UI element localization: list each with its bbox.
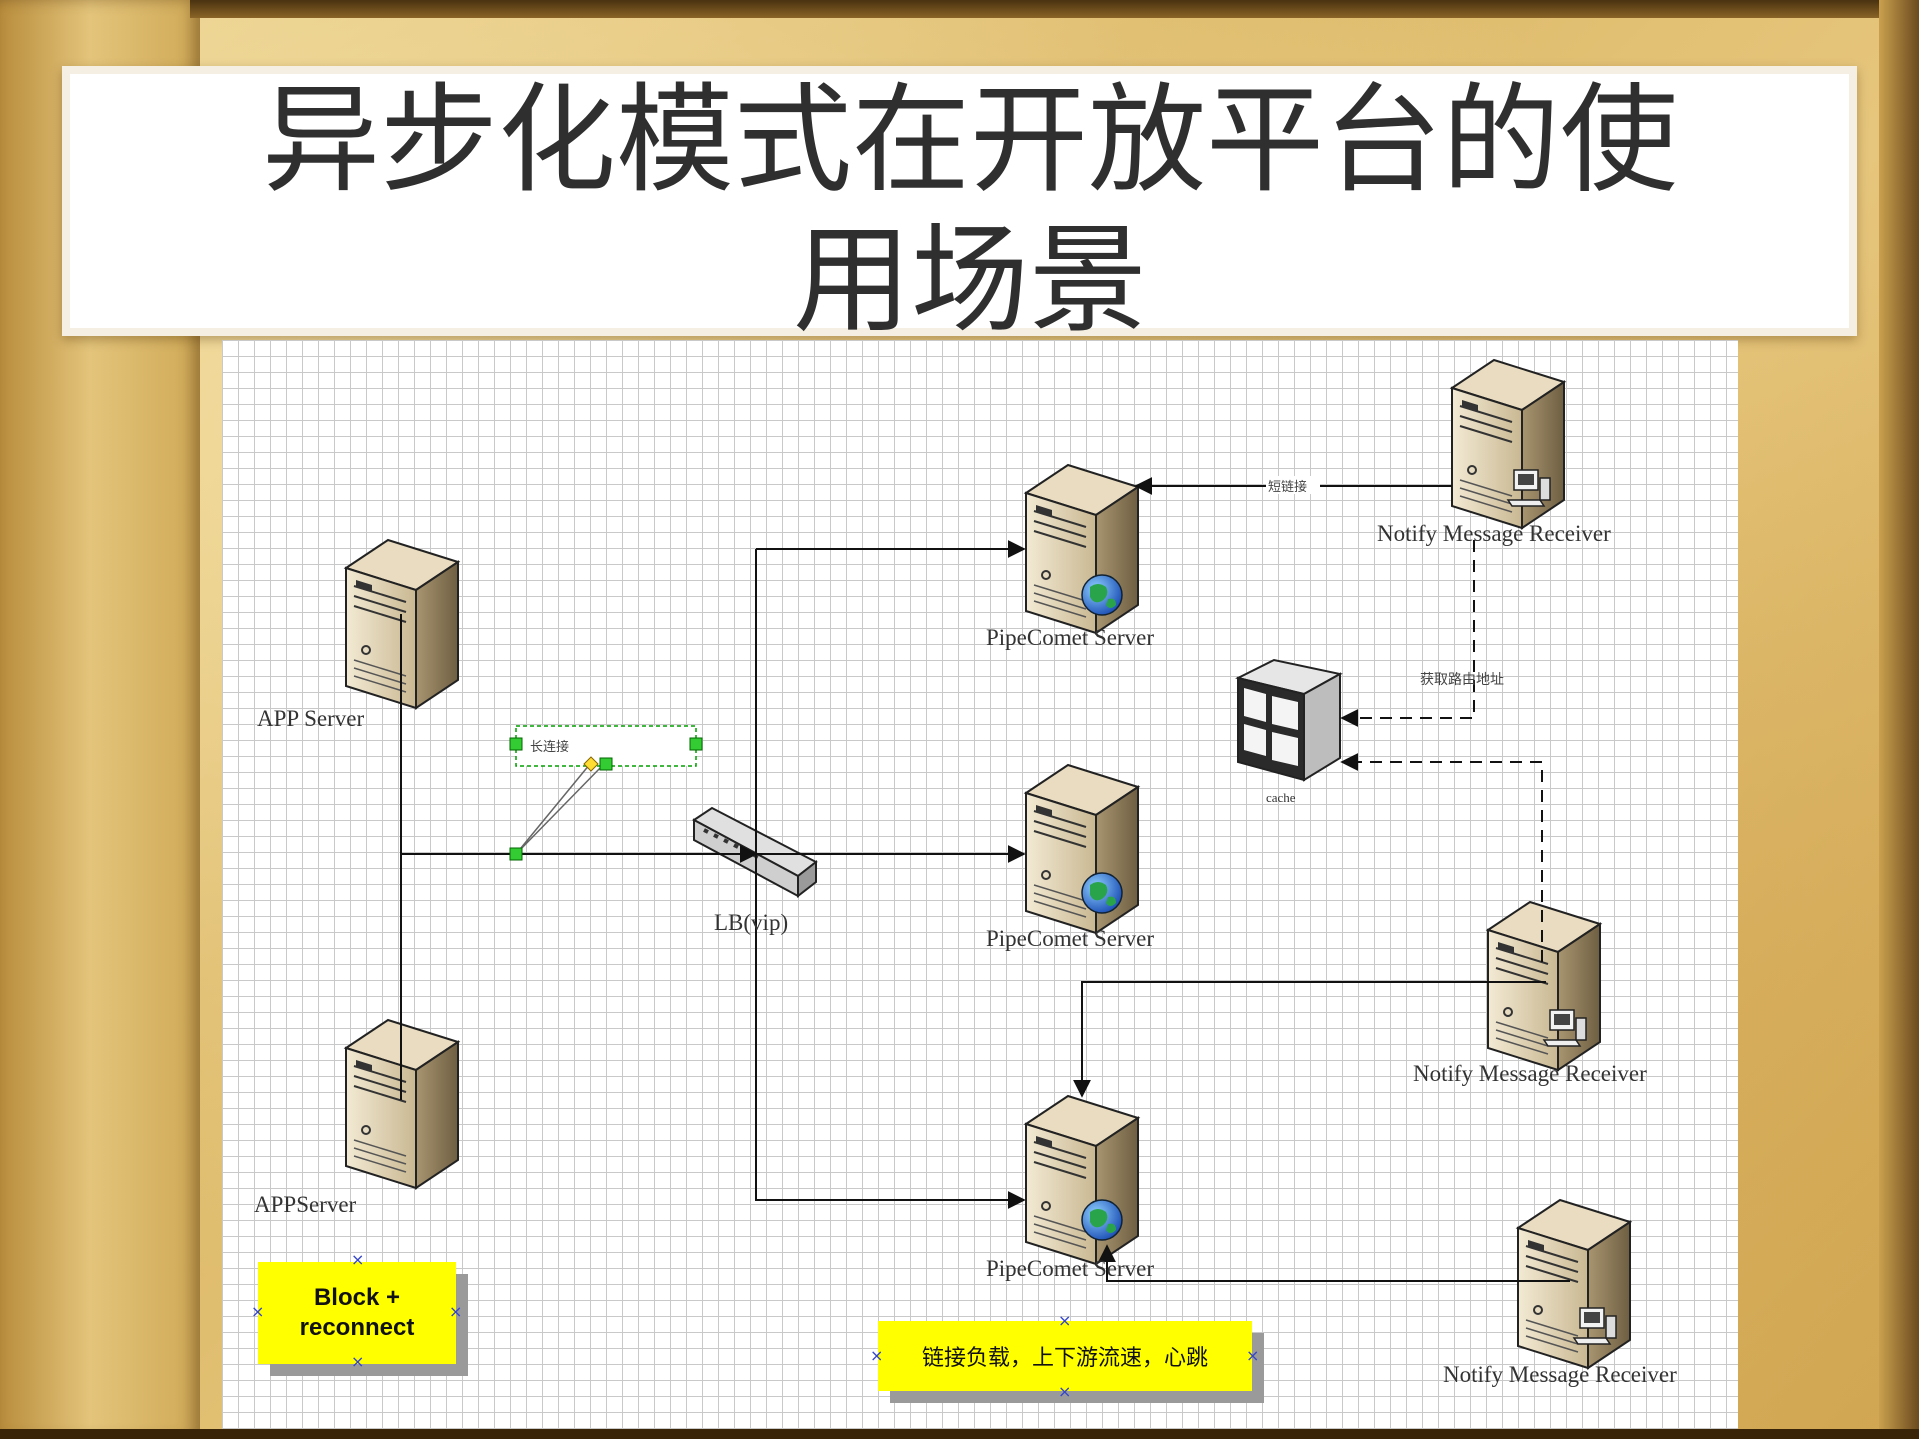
note1-handle-bottom: × [351,1352,365,1371]
pipecomet-2-label: PipeComet Server [986,926,1154,951]
diagram-canvas [222,340,1738,1439]
receiver-1-icon [1451,359,1565,529]
cache-icon [1235,658,1343,782]
note2-handle-bottom: × [1058,1382,1072,1401]
get-route-label: 获取路由地址 [1420,672,1504,688]
note2-handle-top: × [1058,1311,1072,1330]
link-load-note: 链接负载，上下游流速，心跳 [878,1321,1252,1391]
book-right-edge [1879,0,1919,1439]
receiver-3-label: Notify Message Receiver [1443,1362,1677,1387]
book-top-edge [190,0,1919,18]
title-band [62,66,1857,336]
note2-handle-right: × [1246,1346,1260,1365]
pipecomet-server-3-icon [1025,1095,1139,1265]
book-bottom-edge [0,1429,1919,1439]
pipecomet-1-label: PipeComet Server [986,625,1154,650]
short-connection-label: 短链接 [1268,479,1307,495]
note1-handle-right: × [449,1302,463,1321]
receiver-3-icon [1517,1199,1631,1369]
solid-links [400,477,1570,1282]
lb-label: LB(vip) [714,910,788,935]
dashed-links [1340,540,1543,962]
note2-handle-left: × [870,1346,884,1365]
app-server-1-label: APP Server [257,706,364,731]
slide-title: 异步化模式在开放平台的使用场景 [261,71,1678,349]
app-server-2-label: APPServer [254,1192,357,1217]
pipecomet-server-2-icon [1025,764,1139,934]
receiver-2-icon [1487,901,1601,1071]
receiver-1-label: Notify Message Receiver [1377,521,1611,546]
long-connection-label: 长连接 [530,739,569,755]
note1-handle-top: × [351,1250,365,1269]
block-reconnect-note: Block + reconnect [258,1262,456,1364]
pipecomet-server-1-icon [1025,464,1139,634]
receiver-2-label: Notify Message Receiver [1413,1061,1647,1086]
pipecomet-3-label: PipeComet Server [986,1256,1154,1281]
cache-label: cache [1266,790,1296,805]
long-connection-callout [509,725,703,861]
short-connection-label-bg [1266,476,1320,494]
note1-handle-left: × [251,1302,265,1321]
